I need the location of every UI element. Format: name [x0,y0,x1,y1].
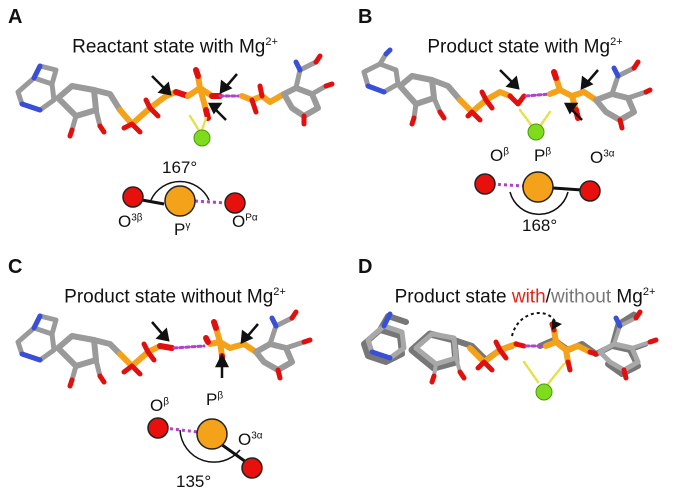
atom-label: Oβ [490,146,509,165]
panel-label: C [8,256,23,278]
interaction-line [524,92,552,98]
phosphate-chain [467,341,519,365]
atom-label: O3α [590,148,615,167]
ribose-ring [55,83,99,119]
molecule-structure [15,53,335,217]
panel-title: Product state with/without Mg2+ [394,286,656,308]
oxygen-atom [224,192,246,214]
oxygen-atom [241,457,263,479]
angle-arc [150,180,210,201]
panel-title: Product state without Mg2+ [64,286,286,308]
oxygen-atom [474,173,496,195]
panel-label: A [8,6,23,28]
angle-value: 135° [176,472,212,491]
magnesium-ion [527,123,545,141]
panel-label: D [358,256,373,278]
phosphorus-atom [522,171,554,203]
panel-title: Product state with Mg2+ [427,36,623,58]
atom-label: Pβ [534,146,552,165]
molecule-structure [361,47,653,216]
phosphorus-atom [196,418,228,450]
atom-label: O3β [118,212,143,231]
panel-title: Reactant state with Mg2+ [72,36,278,58]
ribose-ring [397,73,437,107]
magnesium-ion [193,129,211,147]
panel-a: A Reactant state with Mg2+ [0,0,350,249]
interaction-line [491,182,524,188]
oxygen-atom [122,186,144,208]
atom-label: Oβ [150,396,169,415]
molecule-structure [15,309,313,479]
panel-c: C Product state without Mg2+ [0,250,350,499]
interaction-line [194,199,227,205]
interaction-line [172,344,206,350]
interaction-line [163,426,199,434]
phosphorus-atom [164,185,196,217]
atom-label: Pβ [206,390,224,409]
atom-label: O3α [238,430,263,449]
ribose-ring [55,333,99,369]
angle-arc [509,191,569,216]
angle-value: 168° [522,216,558,235]
angle-value: 167° [162,158,198,177]
motion-arc-arrow [511,312,557,337]
phosphate-chain [117,343,163,369]
atom-label: OPα [232,212,258,231]
panel-b: B Product state with Mg2+ [350,0,700,249]
oxygen-atom [579,180,601,202]
molecule-structure [361,309,659,401]
ribose-ring [413,331,459,367]
panel-d: D Product state with/without Mg2+ [350,250,700,499]
panel-label: B [358,6,373,28]
oxygen-atom [147,417,169,439]
atom-label: Pγ [174,220,191,239]
magnesium-ion [535,383,553,401]
angle-arc [179,429,241,463]
